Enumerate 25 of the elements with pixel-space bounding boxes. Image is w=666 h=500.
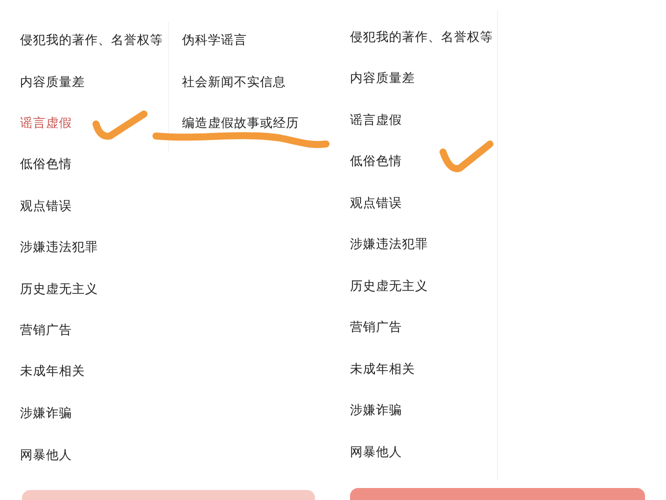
menu-option: 未成年相关 xyxy=(350,361,415,377)
menu-option: 谣言虚假 xyxy=(350,112,402,128)
menu-option: 网暴他人 xyxy=(350,444,402,460)
menu-option: 涉嫌违法犯罪 xyxy=(20,239,98,255)
menu-option: 侵犯我的著作、名誉权等 xyxy=(350,29,493,45)
menu-option: 内容质量差 xyxy=(350,70,415,86)
menu-option: 营销广告 xyxy=(20,322,72,338)
menu-option: 观点错误 xyxy=(20,198,72,214)
menu-option: 观点错误 xyxy=(350,195,402,211)
sub-option: 社会新闻不实信息 xyxy=(182,74,286,90)
menu-option: 营销广告 xyxy=(350,319,402,335)
menu-option: 谣言虚假 xyxy=(20,115,72,131)
menu-option: 内容质量差 xyxy=(20,74,85,90)
sub-option: 伪科学谣言 xyxy=(182,32,247,48)
menu-option: 涉嫌违法犯罪 xyxy=(350,236,428,252)
menu-option: 低俗色情 xyxy=(350,153,402,169)
menu-option: 侵犯我的著作、名誉权等 xyxy=(20,32,163,48)
menu-option: 网暴他人 xyxy=(20,447,72,463)
menu-option: 低俗色情 xyxy=(20,156,72,172)
menu-option: 涉嫌诈骗 xyxy=(350,402,402,418)
menu-option: 历史虚无主义 xyxy=(20,281,98,297)
menu-option: 涉嫌诈骗 xyxy=(20,405,72,421)
menu-option: 未成年相关 xyxy=(20,363,85,379)
sub-option: 编造虚假故事或经历 xyxy=(182,115,299,131)
menu-option: 历史虚无主义 xyxy=(350,278,428,294)
